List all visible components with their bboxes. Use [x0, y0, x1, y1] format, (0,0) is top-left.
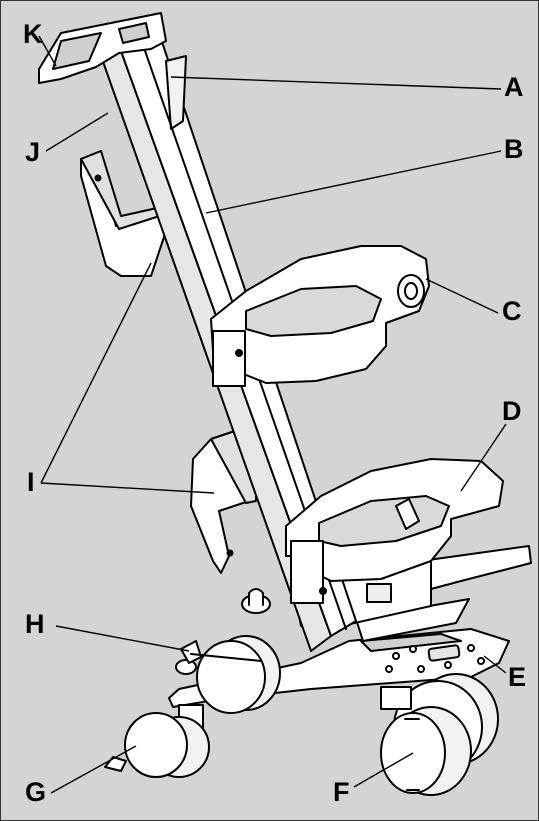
callout-j: J — [25, 137, 41, 167]
caster-brake-h — [175, 640, 262, 675]
callout-h: H — [25, 609, 45, 639]
handle — [38, 12, 167, 84]
callout-i: I — [27, 467, 35, 497]
leader-line-k — [38, 35, 57, 67]
leader-line-c — [425, 278, 499, 314]
leader-line-e — [483, 655, 507, 674]
caster-wheel-f — [380, 686, 472, 796]
leader-line-h — [55, 625, 190, 652]
callout-f: F — [333, 777, 350, 807]
callout-d: D — [502, 396, 522, 426]
leader-line-i-lower — [40, 482, 215, 494]
leader-line-i-upper — [40, 262, 152, 484]
caster-wheel-g — [104, 704, 210, 778]
callout-c: C — [502, 296, 522, 326]
leader-line-g — [50, 745, 137, 794]
leader-line-a — [170, 76, 502, 90]
leader-line-b — [205, 150, 502, 214]
cylinder-holder-d — [285, 458, 504, 604]
callout-e: E — [508, 662, 527, 692]
leader-line-d — [460, 423, 507, 492]
callout-k: K — [23, 19, 43, 49]
callout-g: G — [25, 777, 47, 807]
callout-a: A — [504, 72, 524, 102]
leader-line-j — [45, 112, 109, 152]
callout-b: B — [504, 134, 524, 164]
leader-line-f — [353, 752, 414, 788]
cylinder-holder-c — [210, 245, 430, 387]
